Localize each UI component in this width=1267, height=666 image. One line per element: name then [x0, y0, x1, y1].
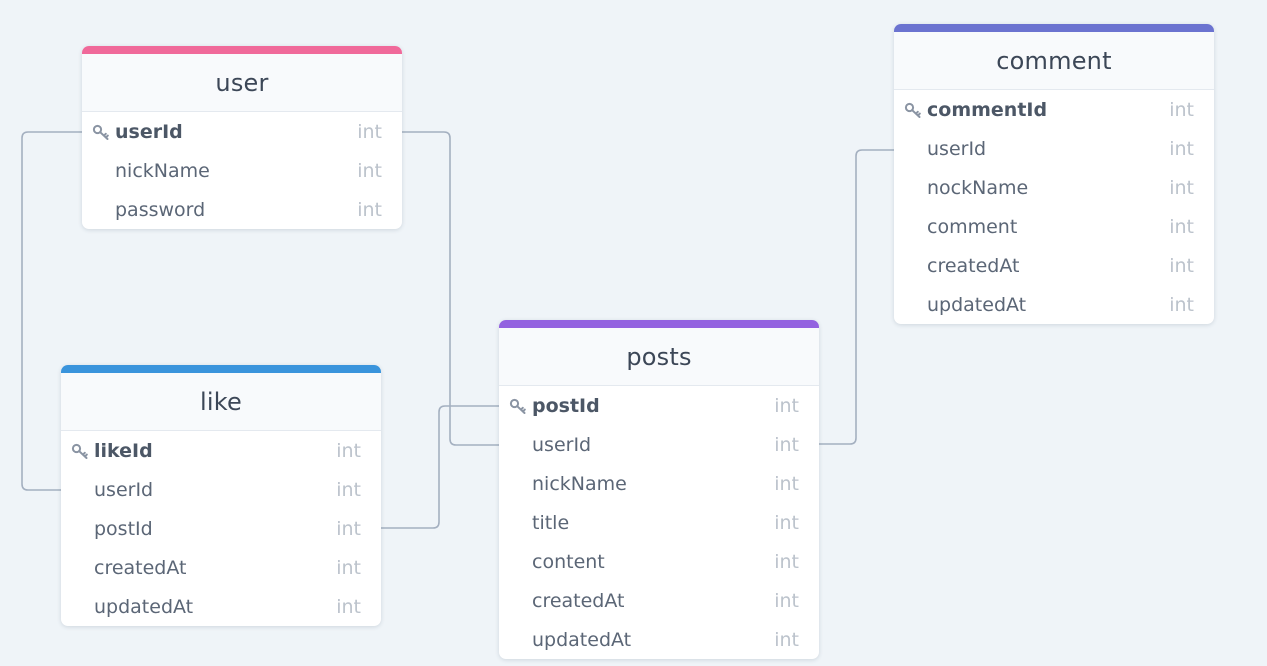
field-row-content[interactable]: content int [499, 542, 819, 581]
field-row-commentid[interactable]: commentId int [894, 90, 1214, 129]
field-type: int [774, 589, 799, 612]
field-row-nickname[interactable]: nickName int [499, 464, 819, 503]
field-name: userId [94, 478, 154, 501]
table-header[interactable]: comment [894, 24, 1214, 90]
field-row-postid[interactable]: postId int [499, 386, 819, 425]
table-title: comment [996, 46, 1112, 75]
field-name: title [532, 511, 570, 534]
field-name: password [115, 198, 206, 221]
field-row-comment[interactable]: comment int [894, 207, 1214, 246]
field-type: int [774, 433, 799, 456]
field-row-createdat[interactable]: createdAt int [61, 548, 381, 587]
field-row-password[interactable]: password int [82, 190, 402, 229]
table-title: posts [626, 342, 692, 371]
table-header[interactable]: like [61, 365, 381, 431]
key-icon [904, 102, 921, 118]
field-type: int [357, 120, 382, 143]
relation-line-like-posts[interactable] [380, 405, 499, 529]
field-row-likeid[interactable]: likeId int [61, 431, 381, 470]
field-list: userId int nickName int password int [82, 112, 402, 229]
field-type: int [336, 439, 361, 462]
field-type: int [774, 394, 799, 417]
field-name: updatedAt [927, 293, 1027, 316]
field-row-createdat[interactable]: createdAt int [894, 246, 1214, 285]
key-icon [71, 443, 88, 459]
field-name: userId [532, 433, 592, 456]
table-header[interactable]: user [82, 46, 402, 112]
field-type: int [336, 556, 361, 579]
field-name: comment [927, 215, 1018, 238]
field-type: int [774, 550, 799, 573]
key-icon [92, 124, 109, 140]
field-row-postid[interactable]: postId int [61, 509, 381, 548]
field-row-nickname[interactable]: nickName int [82, 151, 402, 190]
table-header[interactable]: posts [499, 320, 819, 386]
field-name: nickName [115, 159, 210, 182]
field-row-userid[interactable]: userId int [82, 112, 402, 151]
field-type: int [1169, 293, 1194, 316]
field-row-userid[interactable]: userId int [499, 425, 819, 464]
field-row-title[interactable]: title int [499, 503, 819, 542]
field-type: int [774, 511, 799, 534]
field-type: int [1169, 137, 1194, 160]
field-name: createdAt [532, 589, 625, 612]
field-type: int [357, 198, 382, 221]
field-type: int [336, 595, 361, 618]
field-row-updatedat[interactable]: updatedAt int [499, 620, 819, 659]
field-type: int [1169, 215, 1194, 238]
field-name: nickName [532, 472, 627, 495]
field-list: commentId int userId int nockName int comment i… [894, 90, 1214, 324]
field-type: int [336, 478, 361, 501]
field-name: postId [94, 517, 153, 540]
key-icon [509, 398, 526, 414]
field-name: commentId [927, 98, 1048, 121]
field-name: userId [927, 137, 987, 160]
field-name: nockName [927, 176, 1029, 199]
field-name: content [532, 550, 605, 573]
field-name: updatedAt [532, 628, 632, 651]
field-type: int [774, 628, 799, 651]
table-title: like [200, 387, 242, 416]
field-type: int [1169, 176, 1194, 199]
field-row-userid[interactable]: userId int [61, 470, 381, 509]
field-type: int [1169, 254, 1194, 277]
table-user[interactable]: user userId int nickName int password int [82, 46, 402, 229]
table-comment[interactable]: comment commentId int userId int nockName int… [894, 24, 1214, 324]
field-name: createdAt [94, 556, 187, 579]
field-row-updatedat[interactable]: updatedAt int [894, 285, 1214, 324]
table-title: user [215, 68, 269, 97]
field-type: int [774, 472, 799, 495]
field-type: int [357, 159, 382, 182]
field-row-userid[interactable]: userId int [894, 129, 1214, 168]
field-type: int [1169, 98, 1194, 121]
field-name: likeId [94, 439, 153, 462]
field-name: createdAt [927, 254, 1020, 277]
field-name: updatedAt [94, 595, 194, 618]
field-name: postId [532, 394, 600, 417]
relation-line-user-posts[interactable] [401, 131, 499, 446]
field-row-updatedat[interactable]: updatedAt int [61, 587, 381, 626]
relation-line-posts-comment[interactable] [819, 149, 894, 445]
field-row-createdat[interactable]: createdAt int [499, 581, 819, 620]
field-row-nockname[interactable]: nockName int [894, 168, 1214, 207]
field-type: int [336, 517, 361, 540]
field-name: userId [115, 120, 183, 143]
